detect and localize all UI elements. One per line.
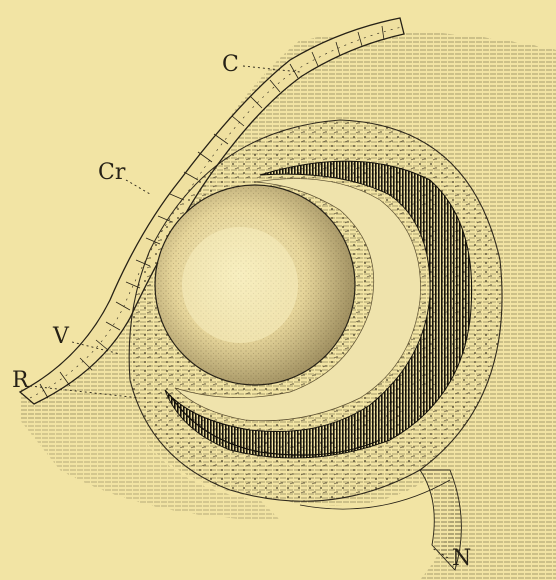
label-v: V: [53, 326, 69, 348]
label-cr: Cr: [98, 162, 125, 184]
label-n: N: [452, 548, 471, 570]
label-r: R: [12, 370, 29, 392]
label-c: C: [222, 54, 239, 76]
leader-cr: [126, 180, 150, 194]
